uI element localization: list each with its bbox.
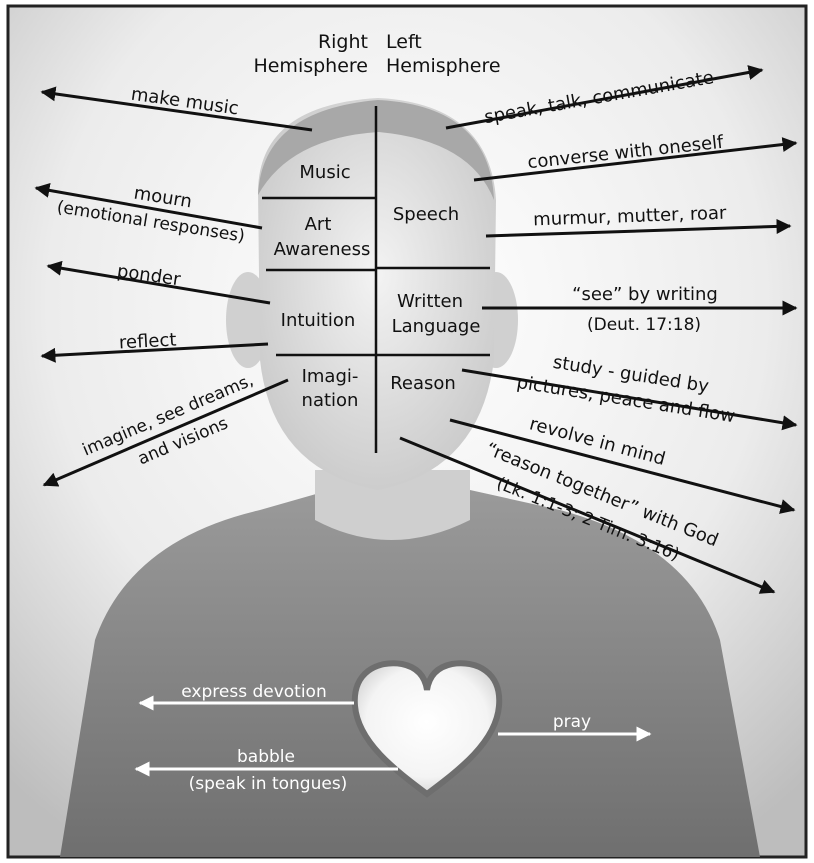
region-speech: Speech <box>393 204 459 225</box>
arrow-speak <box>445 65 764 130</box>
region-art-line2: Awareness <box>274 239 371 260</box>
arrow-make-music <box>40 86 313 132</box>
label-express-devotion: express devotion <box>181 682 326 702</box>
arrow-converse <box>473 137 798 182</box>
right-arrows <box>399 65 798 594</box>
neck <box>315 470 470 540</box>
heart-icon <box>351 660 503 798</box>
left-arrows <box>34 86 313 487</box>
region-reason: Reason <box>390 373 456 394</box>
arrow-reason-together <box>399 436 776 594</box>
left-hemisphere-line2: Hemisphere <box>386 55 501 77</box>
region-imagination-line1: Imagi- <box>302 366 359 387</box>
label-speak-in-tongues: (speak in tongues) <box>189 774 348 794</box>
arrow-ponder <box>46 260 271 305</box>
heart-arrows <box>134 695 652 777</box>
label-see-writing: “see” by writing <box>572 284 718 305</box>
arrow-revolve <box>449 418 796 514</box>
hair <box>258 100 494 200</box>
region-art-line1: Art <box>305 214 332 235</box>
arrow-imagine <box>42 378 289 487</box>
hemisphere-grid <box>262 106 490 453</box>
region-written-line1: Written <box>397 291 463 312</box>
region-intuition: Intuition <box>281 310 356 331</box>
arrow-reflect <box>40 342 269 363</box>
right-hemisphere-line2: Hemisphere <box>253 55 368 77</box>
heart-group <box>351 660 503 798</box>
arrow-murmur <box>485 218 792 238</box>
left-hemisphere-line1: Left <box>386 31 422 53</box>
region-written-line2: Language <box>392 316 481 337</box>
label-pray: pray <box>553 712 591 732</box>
region-imagination-line2: nation <box>302 390 359 411</box>
arrow-mourn <box>34 182 263 230</box>
label-deut: (Deut. 17:18) <box>587 315 701 335</box>
region-music: Music <box>299 162 350 183</box>
label-babble: babble <box>237 747 295 767</box>
arrow-study <box>461 368 798 431</box>
right-hemisphere-line1: Right <box>318 31 368 53</box>
label-reflect: reflect <box>118 330 176 354</box>
